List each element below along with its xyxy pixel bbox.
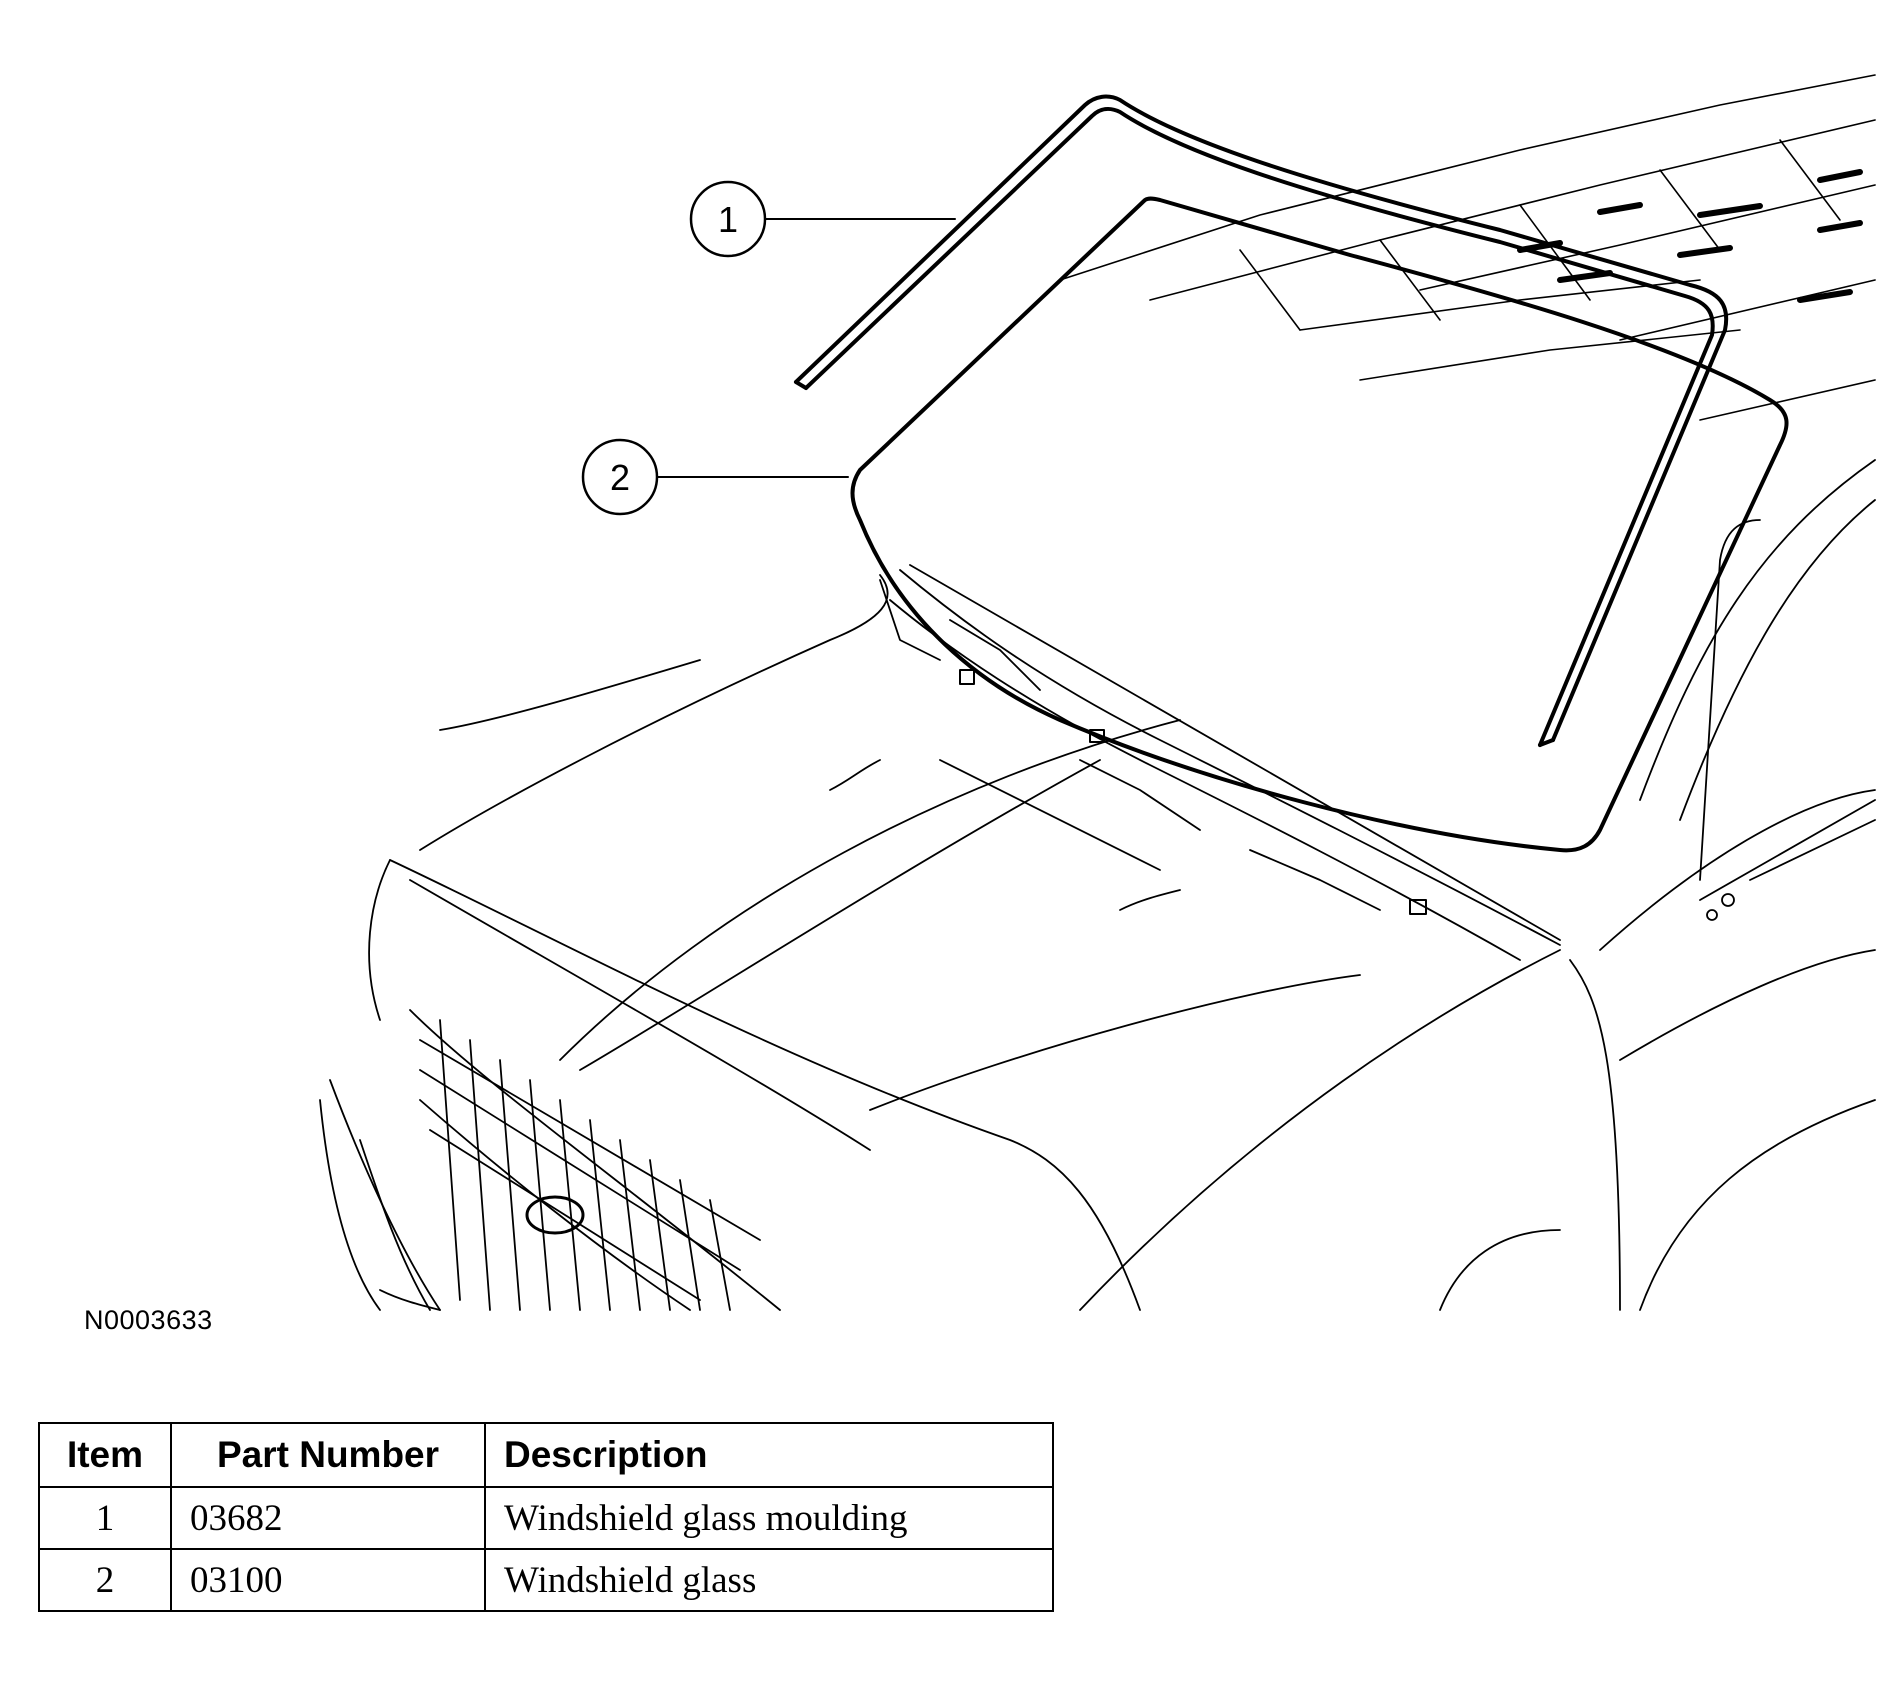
callout-1: 1 xyxy=(689,180,956,258)
header-item: Item xyxy=(38,1422,172,1488)
header-part-number: Part Number xyxy=(170,1422,486,1488)
callout-1-label: 1 xyxy=(718,199,738,240)
windshield-glass xyxy=(850,196,1789,853)
hood xyxy=(389,574,1361,1311)
cell-description: Windshield glass xyxy=(484,1548,1054,1612)
table-header-row: Item Part Number Description xyxy=(38,1422,1054,1488)
grille xyxy=(409,1009,781,1311)
fender xyxy=(1079,459,1876,1311)
vehicle-windshield-illustration: 1 2 xyxy=(319,74,1876,1311)
callout-2-label: 2 xyxy=(610,457,630,498)
cell-item: 2 xyxy=(38,1548,172,1612)
table-row: 1 03682 Windshield glass moulding xyxy=(38,1486,1054,1550)
cowl-panel xyxy=(879,564,1561,961)
cell-item: 1 xyxy=(38,1486,172,1550)
roof-panel xyxy=(1059,74,1876,421)
cell-part-number: 03100 xyxy=(170,1548,486,1612)
windshield-moulding xyxy=(794,94,1729,747)
cell-part-number: 03682 xyxy=(170,1486,486,1550)
header-description: Description xyxy=(484,1422,1054,1488)
parts-table: Item Part Number Description 1 03682 Win… xyxy=(38,1422,1054,1612)
figure-id-label: N0003633 xyxy=(84,1305,213,1335)
front-bumper xyxy=(319,859,441,1311)
table-row: 2 03100 Windshield glass xyxy=(38,1548,1054,1612)
callout-2: 2 xyxy=(581,438,849,516)
cell-description: Windshield glass moulding xyxy=(484,1486,1054,1550)
